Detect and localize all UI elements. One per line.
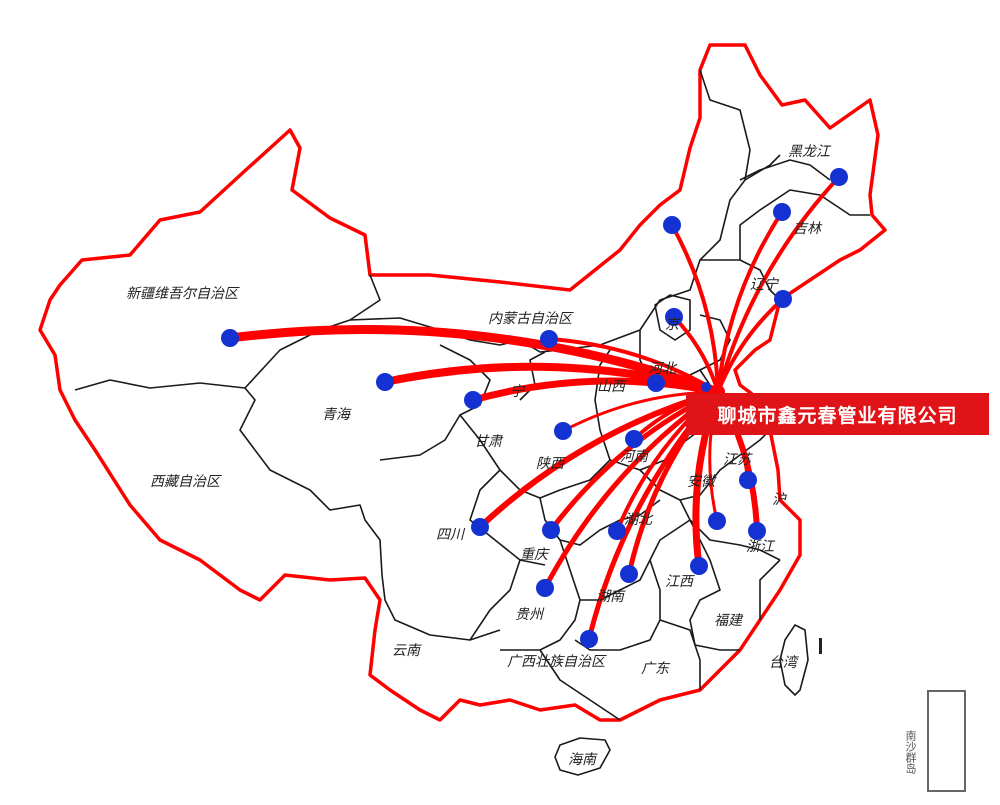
province-label: 内蒙古自治区: [488, 311, 572, 327]
destination-dot: [647, 374, 665, 392]
province-label: 浙江: [746, 539, 774, 555]
province-label: 湖南: [596, 589, 624, 605]
province-label: 青海: [322, 407, 350, 423]
route-line: [716, 210, 784, 394]
destination-dot: [773, 203, 791, 221]
province-label: 河南: [620, 449, 648, 465]
destination-dot: [620, 565, 638, 583]
south-china-sea-inset-label: 南沙群岛: [904, 730, 917, 774]
destination-dot: [748, 522, 766, 540]
province-label: 湖北: [624, 512, 652, 528]
destination-dot: [536, 579, 554, 597]
destination-dot: [580, 630, 598, 648]
province-label: 吉林: [793, 221, 821, 237]
province-label: 辽宁: [750, 277, 778, 293]
route-line: [670, 223, 720, 394]
province-label: 广西壮族自治区: [507, 654, 605, 670]
province-label: 贵州: [515, 607, 543, 623]
province-label: 陕西: [536, 456, 564, 472]
route-line: [561, 390, 720, 433]
south-china-sea-inset: [927, 690, 966, 792]
province-label: 沪: [772, 492, 786, 508]
route-line: [477, 389, 721, 530]
destination-dot: [542, 521, 560, 539]
province-label: 安徽: [687, 474, 715, 490]
province-label: 山西: [597, 379, 625, 395]
destination-dot: [830, 168, 848, 186]
hainan-island: [554, 737, 611, 776]
province-label: 甘肃: [474, 434, 502, 450]
province-label: 黑龙江: [788, 144, 830, 160]
destination-dot: [739, 471, 757, 489]
national-border: [38, 43, 887, 722]
destination-dot: [608, 522, 626, 540]
province-label: 福建: [714, 613, 742, 629]
route-line: [225, 325, 723, 397]
province-label: 京: [665, 317, 679, 333]
destination-dot: [665, 308, 683, 326]
province-label: 江西: [665, 574, 693, 590]
destination-dot: [554, 422, 572, 440]
destination-dot: [625, 430, 643, 448]
diaoyu-island: [819, 638, 822, 654]
province-label: 四川: [436, 527, 464, 543]
destination-dot: [471, 518, 489, 536]
taiwan-island: [779, 624, 809, 696]
province-label: 重庆: [520, 547, 548, 563]
province-label: 新疆维吾尔自治区: [126, 286, 238, 302]
province-label: 江苏: [723, 452, 751, 468]
province-label: 西藏自治区: [150, 474, 220, 490]
destination-dot: [221, 329, 239, 347]
province-label: 广东: [641, 661, 669, 677]
route-line: [716, 175, 841, 394]
destination-dot: [708, 512, 726, 530]
province-label: 宁: [510, 384, 524, 400]
destination-dot: [690, 557, 708, 575]
destination-dots: [221, 168, 848, 648]
destination-dot: [774, 290, 792, 308]
province-label: 台湾: [769, 655, 797, 671]
company-name-banner: 聊城市鑫元春管业有限公司: [686, 393, 989, 435]
route-line: [547, 337, 720, 394]
destination-dot: [663, 216, 681, 234]
province-label: 海南: [568, 752, 596, 768]
province-label: 云南: [392, 643, 420, 659]
destination-dot: [701, 382, 711, 392]
province-label: 河北: [648, 361, 676, 377]
destination-dot: [464, 391, 482, 409]
route-line: [716, 297, 785, 394]
destination-dot: [376, 373, 394, 391]
route-line: [469, 377, 722, 404]
destination-dot: [540, 330, 558, 348]
